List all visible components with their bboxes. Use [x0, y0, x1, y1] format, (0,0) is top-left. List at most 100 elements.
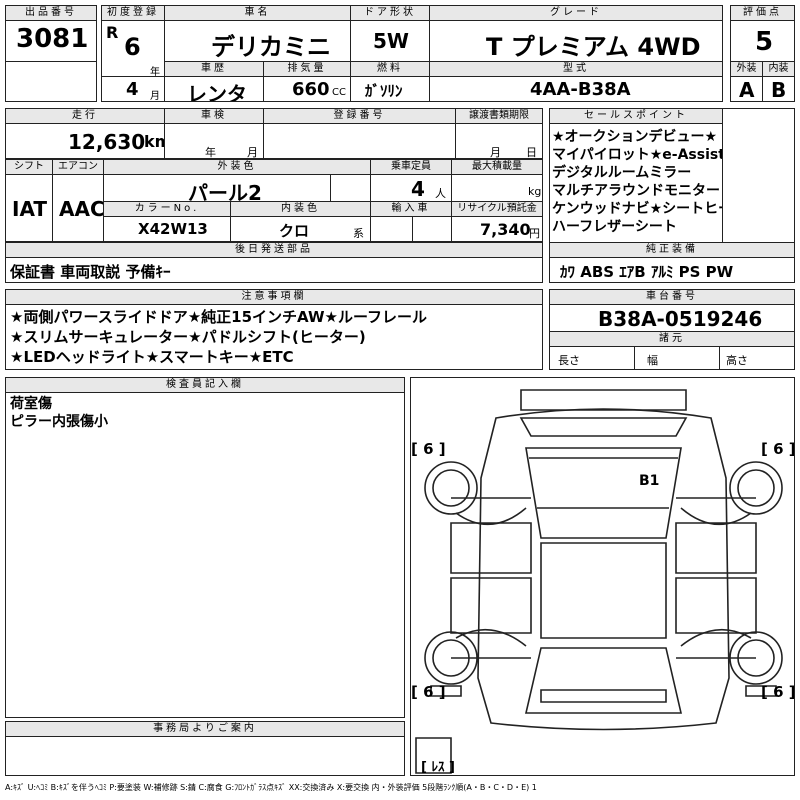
grade: T プレミアム 4WD [486, 33, 701, 61]
right-front-door [675, 522, 757, 574]
car-diagram-box: [ 6 ] [ 6 ] [ 6 ] [ 6 ] [ ﾚｽ ] B1 [410, 377, 795, 776]
sales-point: ケンウッドナビ★シートヒーター [552, 201, 722, 217]
inspection-month-unit: 月 [247, 146, 258, 159]
std-equip: ｶﾜ ABS ｴｱB ｱﾙﾐ PS PW [560, 263, 734, 281]
note-line: ★両側パワースライドドア★純正15インチAW★ルーフレール [10, 308, 428, 326]
score-cell: 5 [730, 20, 795, 62]
sales-point: ハーフレザーシート [552, 219, 677, 235]
reg-month-unit: 月 [150, 91, 160, 102]
displacement-unit: CC [332, 87, 346, 98]
inspection-cell: 年 月 [164, 123, 264, 159]
interior-grade: B [771, 78, 787, 102]
fuel-cell: ｶﾞｿﾘﾝ [350, 76, 430, 102]
door: 5W [373, 29, 409, 53]
inspection-year-unit: 年 [205, 146, 216, 159]
reg-year-unit: 年 [150, 67, 160, 77]
rear-window [524, 647, 683, 714]
std-equip-cell: ｶﾜ ABS ｴｱB ｱﾙﾐ PS PW [549, 257, 795, 283]
wheel-rl [424, 631, 478, 685]
era: R [106, 23, 119, 42]
ext-color-header: 外装色 [103, 159, 371, 175]
std-equip-header: 純正装備 [549, 242, 795, 258]
chassis-no: B38A-0519246 [598, 307, 763, 331]
inspector-header: 検査員記入欄 [5, 377, 405, 393]
color-no: X42W13 [138, 220, 208, 238]
dim-length: 長さ [558, 354, 580, 367]
car-name: デリカミニ [211, 33, 331, 61]
office-header: 事務局よりご案内 [5, 721, 405, 737]
tire-rl-label: [ 6 ] [411, 683, 446, 701]
wheel-fr [729, 461, 783, 515]
reg-month: 4 [126, 79, 139, 100]
max-load-header: 最大積載量 [451, 159, 543, 175]
chassis-header: 車台番号 [549, 289, 795, 305]
recycle-header: リサイクル預託金 [451, 201, 543, 217]
sales-points-header: セールスポイント [549, 108, 723, 124]
spare-box [415, 737, 452, 774]
max-load-unit: kg [528, 185, 542, 198]
sales-points-side [722, 108, 795, 255]
inspector-note: ピラー内張傷小 [10, 414, 108, 430]
mileage: 12,630 [68, 130, 146, 154]
front-bumper [520, 389, 687, 411]
shift: IAT [12, 197, 48, 221]
int-color: クロ [279, 222, 310, 240]
score: 5 [755, 27, 774, 57]
hood [519, 417, 688, 437]
ext-color-cell: パール2 [103, 174, 371, 202]
sales-point: ★オークションデビュー★ [552, 129, 718, 145]
fuel-header: 燃料 [350, 61, 430, 77]
car-diagram [415, 389, 783, 774]
tire-rr-label: [ 6 ] [761, 683, 795, 701]
wheel-fl [424, 461, 478, 515]
color-no-cell: X42W13 [103, 216, 231, 242]
mileage-header: 走行 [5, 108, 165, 124]
inspection-header: 車検 [164, 108, 264, 124]
tire-fr-label: [ 6 ] [761, 440, 795, 458]
right-rear-door [675, 577, 757, 634]
later-parts: 保証書 車両取説 予備ｷｰ [10, 263, 171, 281]
history: レンタ [187, 82, 247, 102]
notes-box: ★両側パワースライドドア★純正15インチAW★ルーフレール ★スリムサーキュレー… [5, 304, 543, 370]
history-header: 車歴 [164, 61, 264, 77]
damage-mark-b1: B1 [639, 473, 660, 489]
first-reg-header: 初度登録 [101, 5, 165, 21]
legend: A:ｷｽﾞ U:ﾍｺﾐ B:ｷｽﾞを伴うﾍｺﾐ P:要塗装 W:補修跡 S:錆 … [5, 783, 537, 792]
aircon: AAC [59, 197, 104, 221]
dim-height: 高さ [726, 354, 748, 367]
model-cell: 4AA-B38A [429, 76, 723, 102]
car-name-header: 車名 [164, 5, 351, 21]
spare-label: [ ﾚｽ ] [421, 760, 455, 775]
roof [540, 542, 667, 639]
color-no-header: カラーNo. [103, 201, 231, 217]
transfer-doc-header: 譲渡書類期限 [455, 108, 543, 124]
score-header: 評価点 [730, 5, 795, 21]
transfer-doc-cell: 月 日 [455, 123, 543, 159]
sales-point: デジタルルームミラー [552, 165, 692, 181]
lot-header: 出品番号 [5, 5, 97, 21]
int-color-cell: クロ 系 [230, 216, 371, 242]
door-cell: 5W [350, 20, 430, 62]
lot-blank-cell [5, 61, 97, 102]
dims-header: 諸元 [549, 331, 795, 347]
int-color-unit: 系 [353, 227, 364, 240]
max-load-cell: kg [451, 174, 543, 202]
capacity-cell: 4 人 [370, 174, 452, 202]
transfer-day-unit: 日 [526, 146, 537, 159]
displacement: 660 [292, 79, 330, 100]
import-cell [370, 216, 452, 242]
displacement-cell: 660 CC [263, 76, 351, 102]
capacity: 4 [411, 177, 425, 201]
exterior-header: 外装 [730, 61, 763, 77]
model-header: 型式 [429, 61, 723, 77]
notes-header: 注意事項欄 [5, 289, 543, 305]
dim-length-cell: 長さ [549, 346, 635, 370]
mileage-cell: 12,630 km [5, 123, 165, 159]
car-name-cell: デリカミニ [164, 20, 351, 62]
dim-width: 幅 [647, 354, 658, 367]
recycle: 7,340 [480, 220, 531, 239]
later-parts-header: 後日発送部品 [5, 242, 543, 258]
door-header: ドア形状 [350, 5, 430, 21]
dim-width-cell: 幅 [634, 346, 720, 370]
fuel: ｶﾞｿﾘﾝ [365, 82, 403, 100]
